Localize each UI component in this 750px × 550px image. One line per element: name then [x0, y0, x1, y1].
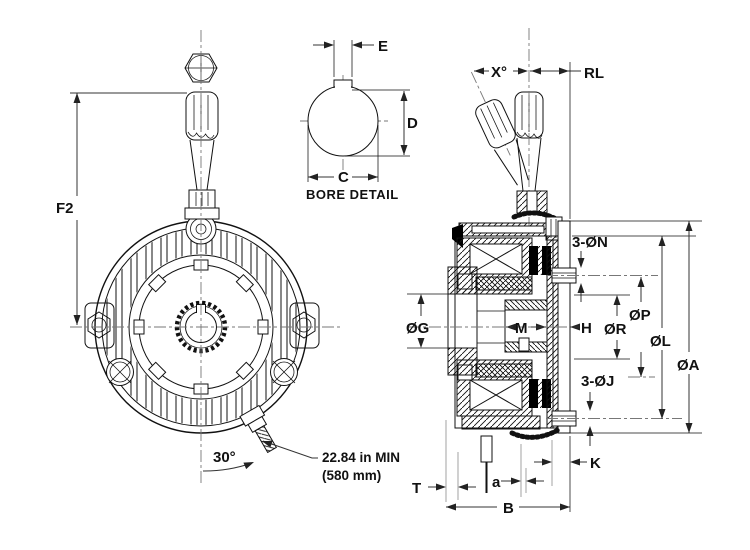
dim-label-f2: F2 — [56, 200, 74, 217]
dim-a-dia: ØA — [566, 220, 702, 434]
dim-label-air-gap: a — [492, 474, 501, 491]
note-line-2: (580 mm) — [322, 468, 381, 483]
bore-detail-title: BORE DETAIL — [306, 187, 399, 202]
dim-e: E — [313, 38, 388, 77]
dim-l: ØL — [572, 235, 696, 419]
dim-p: ØP — [629, 277, 651, 377]
mounting-ear-left — [84, 302, 115, 349]
dim-label-t: T — [412, 480, 421, 497]
bore-keyway — [333, 79, 353, 88]
dim-label-r: ØR — [604, 321, 627, 338]
side-view: X° RL 3-ØN ØP ØR — [406, 28, 702, 517]
dim-r: ØR — [574, 294, 630, 360]
note-line-1: 22.84 in MIN — [322, 450, 400, 465]
dim-n-holes: 3-ØN — [572, 234, 608, 302]
dim-label-k: K — [590, 455, 601, 472]
dim-label-e: E — [378, 38, 388, 55]
dim-x-angle: X° — [474, 64, 528, 81]
dim-c: C — [307, 125, 379, 186]
front-view: F2 30° 22.84 in MIN (580 mm) — [56, 30, 400, 483]
dim-f2: F2 — [56, 92, 187, 325]
dim-t: T — [412, 420, 476, 502]
dim-j-holes: 3-ØJ — [581, 373, 614, 446]
dim-label-h: H — [581, 320, 592, 337]
dim-k: K — [534, 436, 601, 512]
dim-h: H — [570, 320, 592, 337]
dim-label-p: ØP — [629, 307, 651, 324]
housing-section — [447, 216, 577, 434]
conduit-fitting — [239, 404, 278, 454]
release-handle-tilted — [470, 71, 529, 186]
dim-air-gap: a — [492, 444, 544, 497]
dim-label-c: C — [338, 169, 349, 186]
dim-rl: RL — [530, 62, 604, 219]
release-handle-front — [184, 53, 220, 220]
cable-length-note: 22.84 in MIN (580 mm) — [260, 437, 400, 483]
dim-label-g: ØG — [406, 320, 429, 337]
dim-label-d: D — [407, 115, 418, 132]
dim-label-rl: RL — [584, 65, 604, 82]
mounting-ear-right — [289, 302, 320, 349]
dim-label-n-holes: 3-ØN — [572, 234, 608, 251]
dim-label-m: M — [515, 320, 528, 337]
boot-seal-bottom — [509, 427, 561, 440]
dim-label-x-angle: X° — [491, 64, 507, 81]
dim-label-b: B — [503, 500, 514, 517]
dim-label-a-dia: ØA — [677, 357, 700, 374]
dim-label-l: ØL — [650, 333, 671, 350]
dim-label-30deg: 30° — [213, 449, 236, 466]
dim-b: B — [446, 500, 570, 517]
dim-m: M — [506, 320, 546, 337]
dim-g: ØG — [406, 293, 450, 349]
dim-label-j-holes: 3-ØJ — [581, 373, 614, 390]
terminal-pin — [480, 435, 493, 493]
dim-d: D — [345, 89, 418, 157]
bore-circle — [307, 85, 379, 157]
screw-lower-right — [270, 358, 298, 386]
dim-30deg: 30° — [202, 449, 256, 472]
screw-lower-left — [106, 358, 134, 386]
bore-detail: E D C BORE DETAIL — [300, 38, 418, 202]
